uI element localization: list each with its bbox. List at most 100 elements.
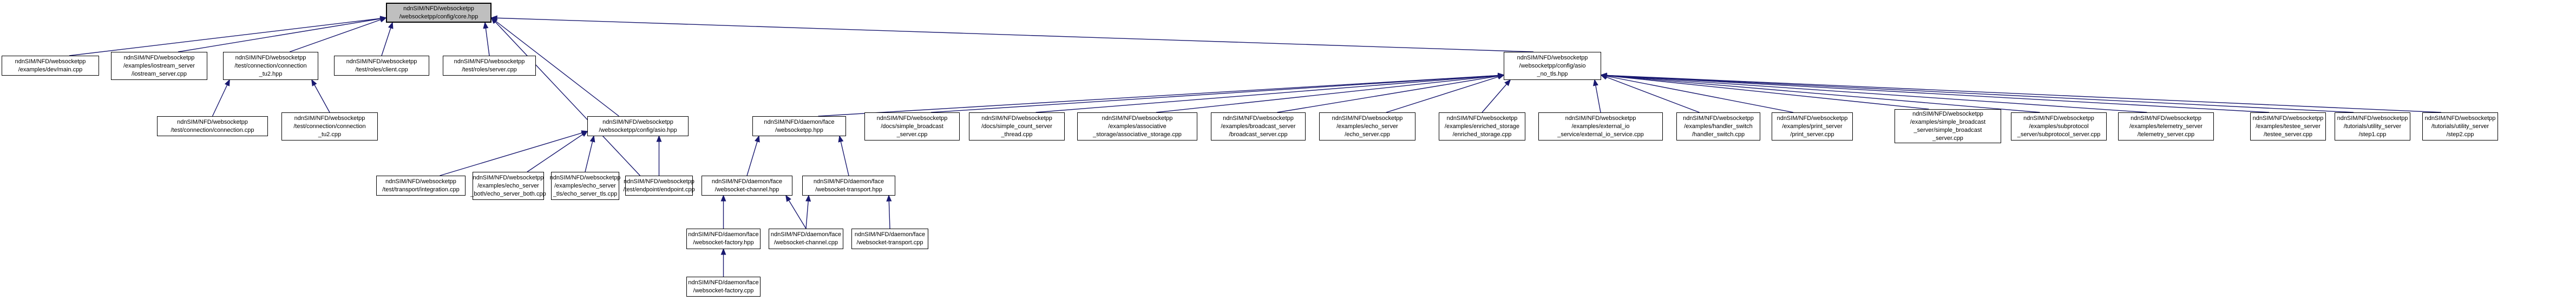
- node-label-line: _service/external_io_service.cpp: [1557, 131, 1644, 138]
- edge-websocketpp-hpp-to-asio-no-tls: [818, 72, 1505, 117]
- node-label-line: /step2.cpp: [2446, 131, 2474, 138]
- node-label-line: _storage/associative_storage.cpp: [1093, 131, 1182, 138]
- graph-node-docs-simple-broadcast[interactable]: ndnSIM/NFD/websocketpp/docs/simple_broad…: [864, 112, 960, 141]
- node-label-line: /test/transport/integration.cpp: [382, 186, 460, 193]
- graph-node-websocketpp-hpp[interactable]: ndnSIM/NFD/daemon/face/websocketpp.hpp: [752, 116, 846, 136]
- graph-node-websocket-factory-hpp[interactable]: ndnSIM/NFD/daemon/face/websocket-factory…: [686, 229, 761, 249]
- node-label-line: /examples/testee_server: [2256, 123, 2321, 130]
- graph-node-docs-simple-count[interactable]: ndnSIM/NFD/websocketpp/docs/simple_count…: [969, 112, 1065, 141]
- edge-transport-integration-to-config-asio: [440, 130, 588, 176]
- edge-iostream-server-to-core: [178, 16, 387, 52]
- graph-node-echo-server[interactable]: ndnSIM/NFD/websocketpp/examples/echo_ser…: [1319, 112, 1415, 141]
- node-label-line: /examples/simple_broadcast: [1910, 118, 1986, 125]
- node-label-line: ndnSIM/NFD/daemon/face: [813, 178, 884, 185]
- node-label-line: ndnSIM/NFD/daemon/face: [764, 118, 835, 125]
- edge-connection-tu2-hpp-to-core: [289, 17, 387, 52]
- node-label-line: ndnSIM/NFD/websocketpp: [1223, 115, 1294, 122]
- graph-node-enriched-storage[interactable]: ndnSIM/NFD/websocketpp/examples/enriched…: [1439, 112, 1525, 141]
- node-label-line: ndnSIM/NFD/websocketpp: [602, 118, 673, 125]
- node-label-line: /examples/echo_server: [477, 182, 539, 189]
- graph-node-handler-switch[interactable]: ndnSIM/NFD/websocketpp/examples/handler_…: [1676, 112, 1760, 141]
- edge-echo-server-both-to-config-asio: [527, 130, 588, 172]
- edge-enriched-storage-to-asio-no-tls: [1482, 79, 1511, 113]
- graph-node-roles-server[interactable]: ndnSIM/NFD/websocketpp/test/roles/server…: [443, 56, 536, 76]
- edge-websocket-channel-hpp-to-websocketpp-hpp: [746, 135, 760, 176]
- node-label-line: ndnSIM/NFD/daemon/face: [770, 231, 842, 238]
- graph-node-config-asio[interactable]: ndnSIM/NFD/websocketpp/websocketpp/confi…: [587, 116, 689, 136]
- node-label-line: ndnSIM/NFD/websocketpp: [1683, 115, 1754, 122]
- node-label-line: /examples/telemetry_server: [2129, 123, 2203, 130]
- graph-node-subprotocol-server[interactable]: ndnSIM/NFD/websocketpp/examples/subproto…: [2011, 112, 2107, 141]
- node-label-line: _server.cpp: [1932, 135, 1963, 142]
- graph-node-external-io-service[interactable]: ndnSIM/NFD/websocketpp/examples/external…: [1538, 112, 1663, 141]
- edge-roles-server-to-core: [483, 22, 490, 56]
- graph-node-print-server[interactable]: ndnSIM/NFD/websocketpp/examples/print_se…: [1772, 112, 1853, 141]
- graph-node-main[interactable]: ndnSIM/NFD/websocketpp/examples/dev/main…: [2, 56, 99, 76]
- node-label-line: _server.cpp: [896, 131, 928, 138]
- graph-node-websocket-factory-cpp[interactable]: ndnSIM/NFD/daemon/face/websocket-factory…: [686, 277, 761, 297]
- edge-print-server-to-asio-no-tls: [1600, 73, 1794, 113]
- graph-node-connection-cpp[interactable]: ndnSIM/NFD/websocketpp/test/connection/c…: [157, 116, 268, 136]
- graph-node-websocket-channel-cpp[interactable]: ndnSIM/NFD/daemon/face/websocket-channel…: [769, 229, 843, 249]
- edge-subprotocol-server-to-asio-no-tls: [1600, 72, 2040, 113]
- node-label-line: ndnSIM/NFD/daemon/face: [711, 178, 783, 185]
- node-label-line: _both/echo_server_both.cpp: [470, 190, 546, 197]
- graph-node-websocket-channel-hpp[interactable]: ndnSIM/NFD/daemon/face/websocket-channel…: [702, 176, 792, 196]
- node-label-line: ndnSIM/NFD/websocketpp: [1517, 54, 1588, 61]
- graph-node-test-endpoint[interactable]: ndnSIM/NFD/websocketpp/test/endpoint/end…: [623, 176, 695, 196]
- edge-roles-client-to-core: [381, 22, 394, 56]
- node-label-line: ndnSIM/NFD/websocketpp: [1446, 115, 1518, 122]
- edge-external-io-service-to-asio-no-tls: [1592, 79, 1601, 113]
- graph-node-utility-step1[interactable]: ndnSIM/NFD/websocketpp/tutorials/utility…: [2335, 112, 2410, 141]
- node-label-line: ndnSIM/NFD/websocketpp: [2424, 115, 2496, 122]
- graph-node-broadcast-server[interactable]: ndnSIM/NFD/websocketpp/examples/broadcas…: [1211, 112, 1306, 141]
- node-label-line: /test/connection/connection.cpp: [171, 126, 254, 133]
- graph-node-testee-server[interactable]: ndnSIM/NFD/websocketpp/examples/testee_s…: [2250, 112, 2326, 141]
- node-label-line: /step1.cpp: [2358, 131, 2387, 138]
- node-label-line: /examples/dev/main.cpp: [18, 66, 83, 73]
- graph-node-iostream-server[interactable]: ndnSIM/NFD/websocketpp/examples/iostream…: [111, 52, 207, 80]
- node-label-line: ndnSIM/NFD/websocketpp: [2337, 115, 2408, 122]
- graph-node-echo-server-tls[interactable]: ndnSIM/NFD/websocketpp/examples/echo_ser…: [550, 172, 620, 200]
- node-label-line: /examples/associative: [1108, 123, 1166, 130]
- graph-node-echo-server-both[interactable]: ndnSIM/NFD/websocketpp/examples/echo_ser…: [470, 172, 546, 200]
- graph-node-connection-tu2-hpp[interactable]: ndnSIM/NFD/websocketpp/test/connection/c…: [223, 52, 318, 80]
- graph-node-asio-no-tls[interactable]: ndnSIM/NFD/websocketpp/websocketpp/confi…: [1504, 52, 1601, 80]
- node-label-line: ndnSIM/NFD/websocketpp: [403, 5, 474, 12]
- node-label-line: ndnSIM/NFD/websocketpp: [1332, 115, 1403, 122]
- node-label-line: /websocket-channel.cpp: [774, 239, 838, 246]
- node-label-line: ndnSIM/NFD/websocketpp: [15, 58, 86, 65]
- node-label-line: ndnSIM/NFD/daemon/face: [854, 231, 926, 238]
- node-label-line: /testee_server.cpp: [2264, 131, 2312, 138]
- edge-config-asio-to-core: [490, 17, 619, 117]
- node-label-line: ndnSIM/NFD/websocketpp: [123, 54, 195, 61]
- graph-node-roles-client[interactable]: ndnSIM/NFD/websocketpp/test/roles/client…: [334, 56, 429, 76]
- node-label-line: /broadcast_server.cpp: [1229, 131, 1288, 138]
- node-label-line: ndnSIM/NFD/daemon/face: [688, 231, 759, 238]
- edge-main-to-core: [69, 16, 387, 56]
- graph-node-websocket-transport-hpp[interactable]: ndnSIM/NFD/daemon/face/websocket-transpo…: [802, 176, 895, 196]
- node-label-line: ndnSIM/NFD/websocketpp: [454, 58, 525, 65]
- node-label-line: /examples/enriched_storage: [1444, 123, 1520, 130]
- node-label-line: /print_server.cpp: [1790, 131, 1834, 138]
- node-label-line: ndnSIM/NFD/websocketpp: [2252, 115, 2324, 122]
- edge-connection-cpp-to-connection-tu2-hpp: [212, 79, 230, 117]
- node-label-line: ndnSIM/NFD/websocketpp: [235, 54, 306, 61]
- graph-node-telemetry-server[interactable]: ndnSIM/NFD/websocketpp/examples/telemetr…: [2118, 112, 2214, 141]
- edge-websocket-channel-cpp-to-websocket-transport-hpp: [805, 195, 811, 229]
- graph-node-utility-step2[interactable]: ndnSIM/NFD/websocketpp/tutorials/utility…: [2422, 112, 2498, 141]
- node-label-line: /examples/handler_switch: [1684, 123, 1753, 130]
- graph-node-connection-tu2-cpp[interactable]: ndnSIM/NFD/websocketpp/test/connection/c…: [281, 112, 378, 141]
- node-label-line: _thread.cpp: [1001, 131, 1033, 138]
- graph-node-websocket-transport-cpp[interactable]: ndnSIM/NFD/daemon/face/websocket-transpo…: [851, 229, 928, 249]
- node-label-line: _tu2.cpp: [318, 131, 342, 138]
- node-label-line: /websocketpp/config/core.hpp: [399, 13, 479, 20]
- node-label-line: /examples/echo_server: [554, 182, 616, 189]
- node-label-line: ndnSIM/NFD/websocketpp: [624, 178, 694, 185]
- node-label-line: ndnSIM/NFD/websocketpp: [294, 115, 365, 122]
- graph-node-transport-integration[interactable]: ndnSIM/NFD/websocketpp/test/transport/in…: [376, 176, 466, 196]
- graph-node-simple-broadcast-server[interactable]: ndnSIM/NFD/websocketpp/examples/simple_b…: [1895, 109, 2001, 143]
- node-label-line: /examples/echo_server: [1336, 123, 1398, 130]
- node-label-line: ndnSIM/NFD/websocketpp: [2131, 115, 2201, 122]
- graph-node-associative-storage[interactable]: ndnSIM/NFD/websocketpp/examples/associat…: [1077, 112, 1197, 141]
